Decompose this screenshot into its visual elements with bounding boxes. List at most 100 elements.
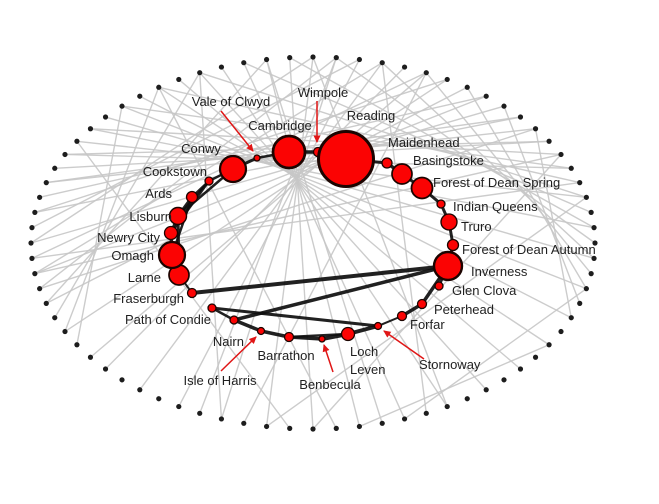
ring-dot: [263, 423, 270, 430]
label-larne: Larne: [128, 270, 161, 285]
label-stornoway: Stornoway: [419, 357, 481, 372]
ring-dots-layer: [28, 54, 598, 432]
edge-gray: [265, 59, 383, 424]
edge-gray: [199, 72, 223, 419]
edge-gray: [243, 62, 592, 214]
label-fraserburgh: Fraserburgh: [113, 291, 184, 306]
ring-dot: [501, 377, 507, 383]
ring-dot: [444, 403, 450, 410]
label-ards: Ards: [145, 186, 172, 201]
edge-gray: [266, 196, 587, 428]
label-vale_of_clwyd: Vale of Clwyd: [192, 94, 271, 109]
edge-gray: [381, 62, 595, 259]
label-cambridge: Cambridge: [248, 118, 312, 133]
ring-dot: [558, 328, 564, 335]
node-forest_spring: [410, 176, 434, 200]
ring-dot: [546, 342, 552, 348]
ring-dot: [218, 416, 225, 422]
ring-dot: [241, 420, 247, 426]
ring-dot: [379, 60, 385, 66]
arrow-stornoway: [383, 330, 425, 360]
node-maidenhead: [381, 157, 393, 169]
ring-dot: [43, 300, 49, 306]
edge-gray: [139, 95, 572, 319]
edge-gray: [139, 62, 383, 391]
label-basingstoke: Basingstoke: [413, 153, 484, 168]
ring-dot: [591, 255, 597, 261]
label-forest_autumn: Forest of Dean Autumn: [462, 242, 596, 257]
label-newry_city: Newry City: [97, 230, 160, 245]
ring-dot: [423, 70, 429, 76]
node-peterhead: [416, 298, 428, 310]
ring-dot: [517, 366, 524, 372]
node-truro: [440, 213, 458, 231]
label-maidenhead: Maidenhead: [388, 135, 460, 150]
edge-gray: [359, 344, 550, 428]
edge-gray: [425, 72, 592, 275]
ring-dot: [588, 271, 594, 277]
ring-dot: [32, 209, 38, 215]
ring-dot: [333, 55, 339, 61]
ring-dot: [464, 396, 470, 402]
ring-dot: [176, 76, 182, 83]
ring-dot: [464, 84, 470, 90]
label-isle_of_harris: Isle of Harris: [184, 373, 257, 388]
ring-dot: [137, 93, 143, 99]
ring-dot: [483, 387, 489, 393]
node-omagh: [157, 240, 187, 270]
ring-dot: [310, 54, 316, 60]
ring-dot: [558, 151, 564, 158]
node-fraserburgh: [186, 287, 198, 299]
ring-dot: [501, 103, 507, 109]
edge-path_of_condie-stornoway: [210, 306, 380, 328]
label-barrathon: Barrathon: [257, 348, 314, 363]
label-nairn: Nairn: [213, 334, 244, 349]
ring-dot: [28, 240, 34, 246]
label-path_of_condie: Path of Condie: [125, 312, 211, 327]
edge-gray: [158, 86, 550, 346]
ring-dot: [356, 56, 363, 63]
arrow-isle_of_harris: [220, 336, 257, 372]
ring-dot: [29, 225, 35, 231]
edge-gray: [64, 140, 550, 156]
ring-dot: [263, 56, 270, 63]
red-nodes-layer: [157, 130, 464, 343]
label-indian_queens: Indian Queens: [453, 199, 538, 214]
node-benbecula: [318, 335, 326, 343]
ring-dot: [32, 271, 38, 277]
ring-dot: [102, 114, 109, 120]
ring-dot: [577, 180, 583, 186]
ring-dot: [287, 55, 293, 61]
label-peterhead: Peterhead: [434, 302, 494, 317]
ring-dot: [583, 286, 589, 292]
ring-dot: [588, 209, 594, 215]
edge-gray: [121, 105, 587, 290]
ring-dot: [52, 165, 58, 171]
edge-gray: [312, 56, 448, 407]
ring-dot: [176, 403, 182, 410]
ring-dot: [62, 328, 68, 335]
label-lisburn: Lisburn: [129, 209, 172, 224]
ring-dot: [591, 225, 597, 231]
node-loch_leven: [340, 326, 356, 342]
ring-dot: [546, 138, 552, 144]
ring-dot: [218, 64, 225, 70]
node-stornoway: [373, 321, 383, 331]
ring-dot: [401, 64, 408, 70]
ring-dot: [87, 354, 94, 360]
ring-dot: [119, 103, 125, 109]
label-reading: Reading: [347, 108, 395, 123]
ring-dot: [333, 425, 339, 431]
ring-dot: [137, 387, 143, 393]
ring-dot: [577, 300, 583, 306]
ring-dot: [74, 342, 80, 348]
edge-gray: [158, 86, 337, 429]
label-forest_spring: Forest of Dean Spring: [433, 175, 560, 190]
ring-dot: [592, 240, 598, 246]
ring-dot: [43, 180, 49, 186]
ring-dot: [532, 354, 539, 360]
ring-dot: [62, 151, 68, 158]
edge-gray: [178, 78, 521, 370]
ring-dot: [483, 93, 489, 99]
